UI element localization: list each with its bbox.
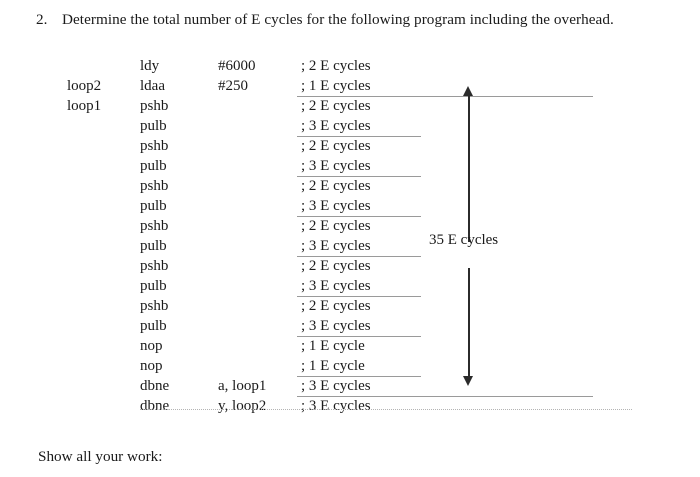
arrow-head-up-icon [463,86,473,96]
code-row: pshb ; 2 E cycles [0,216,700,236]
code-row: pulb ; 3 E cycles [0,116,700,137]
code-mnemonic: nop [140,338,163,354]
code-mnemonic: nop [140,358,163,374]
code-mnemonic: dbne [140,398,170,414]
code-mnemonic: pulb [140,118,167,134]
code-row: pulb ; 3 E cycles [0,316,700,337]
code-mnemonic: ldy [140,58,160,74]
code-mnemonic: dbne [140,378,170,394]
code-operand: y, loop2 [218,398,267,414]
arrow-shaft-upper [468,92,470,242]
code-comment: ; 1 E cycles [301,78,371,94]
code-mnemonic: pulb [140,278,167,294]
arrow-shaft-lower [468,268,470,380]
code-mnemonic: pshb [140,298,169,314]
code-mnemonic: ldaa [140,78,165,94]
cycle-count-bracket-arrow [462,86,476,386]
code-row: dbne a, loop1 ; 3 E cycles [0,376,700,397]
code-mnemonic: pulb [140,238,167,254]
code-comment: ; 3 E cycles [301,118,371,134]
comment-underline-rule [297,376,421,377]
code-operand: #250 [218,78,248,94]
code-row: pulb ; 3 E cycles [0,236,700,257]
code-comment: ; 3 E cycles [301,198,371,214]
code-operand: a, loop1 [218,378,267,394]
code-row: ldy #6000 ; 2 E cycles [0,56,700,76]
code-mnemonic: pshb [140,98,169,114]
comment-underline-rule [297,336,421,337]
comment-underline-rule [297,296,421,297]
code-row: nop ; 1 E cycle [0,336,700,356]
code-comment: ; 2 E cycles [301,218,371,234]
code-row: pulb ; 3 E cycles [0,156,700,177]
code-row: loop1 pshb ; 2 E cycles [0,96,700,116]
code-row: pulb ; 3 E cycles [0,276,700,297]
code-comment: ; 2 E cycles [301,258,371,274]
show-work-prompt: Show all your work: [38,448,163,465]
comment-underline-rule [297,396,593,397]
code-mnemonic: pshb [140,178,169,194]
code-operand: #6000 [218,58,256,74]
code-row: nop ; 1 E cycle [0,356,700,377]
question-number: 2. [36,11,48,28]
cycle-bracket-label: 35 E cycles [429,232,499,248]
code-row: pshb ; 2 E cycles [0,256,700,276]
code-comment: ; 1 E cycle [301,358,365,374]
code-comment: ; 3 E cycles [301,158,371,174]
code-mnemonic: pshb [140,138,169,154]
code-row: pulb ; 3 E cycles [0,196,700,217]
code-row: pshb ; 2 E cycles [0,136,700,156]
code-row: loop2 ldaa #250 ; 1 E cycles [0,76,700,97]
code-comment: ; 2 E cycles [301,298,371,314]
code-comment: ; 2 E cycles [301,138,371,154]
code-comment: ; 3 E cycles [301,378,371,394]
comment-underline-rule [297,136,421,137]
code-mnemonic: pshb [140,218,169,234]
comment-underline-rule [297,176,421,177]
code-row: pshb ; 2 E cycles [0,176,700,196]
code-comment: ; 3 E cycles [301,238,371,254]
code-comment: ; 2 E cycles [301,178,371,194]
code-comment: ; 3 E cycles [301,278,371,294]
code-mnemonic: pulb [140,318,167,334]
code-mnemonic: pulb [140,158,167,174]
assembly-code-listing: ldy #6000 ; 2 E cycles loop2 ldaa #250 ; 1 E c… [0,56,700,416]
code-comment: ; 2 E cycles [301,58,371,74]
comment-underline-rule [297,96,593,97]
code-label: loop2 [67,78,102,94]
comment-underline-rule [297,216,421,217]
code-label: loop1 [67,98,102,114]
code-mnemonic: pshb [140,258,169,274]
code-comment: ; 3 E cycles [301,318,371,334]
code-mnemonic: pulb [140,198,167,214]
code-comment: ; 3 E cycles [301,398,371,414]
code-comment: ; 2 E cycles [301,98,371,114]
code-row: pshb ; 2 E cycles [0,296,700,316]
dotted-separator [140,409,632,410]
code-row: dbne y, loop2 ; 3 E cycles [0,396,700,416]
comment-underline-rule [297,256,421,257]
code-comment: ; 1 E cycle [301,338,365,354]
question-block: 2. Determine the total number of E cycle… [36,10,686,30]
question-text: Determine the total number of E cycles f… [62,11,614,28]
arrow-head-down-icon [463,376,473,386]
